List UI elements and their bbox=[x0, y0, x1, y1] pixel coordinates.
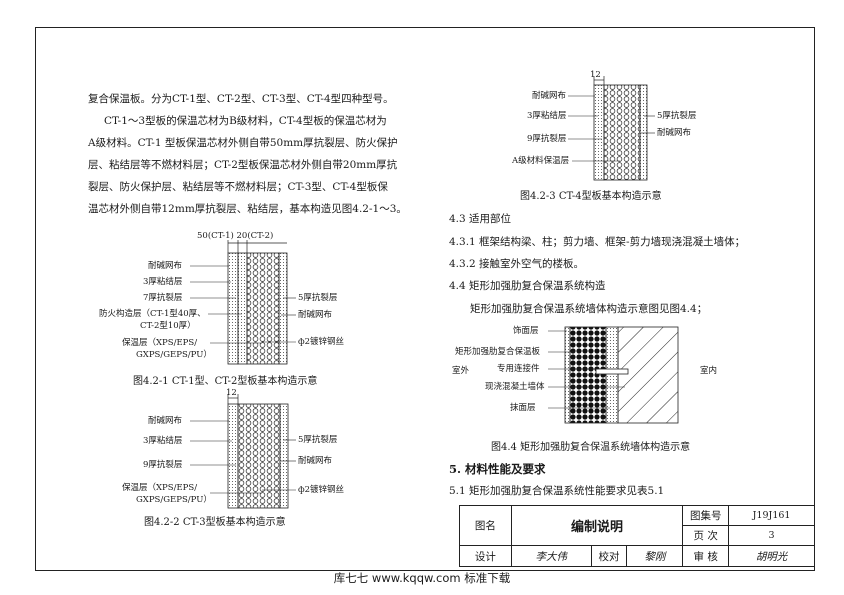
fig423-dim: 12 bbox=[590, 70, 601, 80]
fig421-label-insulation-2: GXPS/GEPS/PU） bbox=[136, 350, 212, 360]
fig44-label-finish: 饰面层 bbox=[513, 326, 539, 336]
title-block-page-value: 3 bbox=[728, 525, 815, 546]
fig422-label-mesh: 耐碱网布 bbox=[148, 416, 183, 426]
section-5-title: 5. 材料性能及要求 bbox=[449, 462, 546, 476]
left-text-line-4: 层、粘结层等不燃材料层；CT-2型板保温芯材外侧自带20mm厚抗 bbox=[88, 159, 398, 171]
fig423-label-bond: 3厚粘结层 bbox=[527, 111, 567, 121]
fig422-label-crack: 9厚抗裂层 bbox=[143, 460, 183, 470]
fig44-label-board: 矩形加强肋复合保温板 bbox=[455, 347, 541, 357]
fig44-caption: 图4.4 矩形加强肋复合保温系统墙体构造示意 bbox=[491, 442, 691, 453]
section-4-3-1: 4.3.1 框架结构梁、柱；剪力墙、框架-剪力墙现浇混凝土墙体； bbox=[449, 236, 746, 248]
left-text-line-6: 温芯材外侧自带12mm厚抗裂层、粘结层，基本构造见图4.2-1～3。 bbox=[88, 203, 407, 215]
fig421-label-insulation: 保温层（XPS/EPS/ bbox=[122, 338, 198, 348]
section-4-4-body: 矩形加强肋复合保温系统墙体构造示意图见图4.4； bbox=[470, 303, 708, 315]
fig421-dims: 50(CT-1) 20(CT-2) bbox=[197, 231, 274, 241]
section-4-3: 4.3 适用部位 bbox=[449, 213, 512, 225]
title-block-name-value: 编制说明 bbox=[510, 505, 684, 546]
title-block-atlas-label: 图集号 bbox=[682, 505, 730, 526]
title-block-design-signature: 李大伟 bbox=[510, 545, 592, 567]
title-block-name-label: 图名 bbox=[459, 505, 512, 546]
fig421-label-crack: 7厚抗裂层 bbox=[143, 293, 183, 303]
title-block-review-signature: 胡明光 bbox=[728, 545, 815, 567]
section-5-1: 5.1 矩形加强肋复合保温系统性能要求见表5.1 bbox=[449, 485, 665, 497]
fig422-drawing bbox=[190, 394, 296, 509]
fig421-label-mesh: 耐碱网布 bbox=[148, 261, 183, 271]
title-block: 图名 编制说明 图集号 J19J161 页 次 3 设计 李大伟 校对 黎刚 审… bbox=[459, 505, 815, 567]
fig423-label-right-mesh: 耐碱网布 bbox=[657, 128, 692, 138]
section-4-4: 4.4 矩形加强肋复合保温系统构造 bbox=[449, 280, 606, 292]
fig422-label-right-crack: 5厚抗裂层 bbox=[298, 435, 338, 445]
fig44-label-concrete: 现浇混凝土墙体 bbox=[485, 382, 545, 392]
fig44-label-connector: 专用连接件 bbox=[497, 364, 540, 374]
title-block-design-label: 设计 bbox=[459, 545, 512, 567]
fig44-label-inside: 室内 bbox=[700, 366, 718, 376]
fig44-drawing bbox=[548, 326, 679, 424]
left-text-line-1: 复合保温板。分为CT-1型、CT-2型、CT-3型、CT-4型四种型号。 bbox=[88, 93, 394, 105]
left-text-line-2: CT-1～3型板的保温芯材为B级材料，CT-4型板的保温芯材为 bbox=[104, 115, 387, 127]
fig422-label-right-mesh: 耐碱网布 bbox=[298, 456, 333, 466]
fig423-label-right-crack: 5厚抗裂层 bbox=[657, 111, 697, 121]
title-block-check-signature: 黎刚 bbox=[626, 545, 684, 567]
fig44-label-outside: 室外 bbox=[452, 366, 470, 376]
fig422-label-insulation: 保温层（XPS/EPS/ bbox=[122, 483, 198, 493]
fig422-label-insulation-2: GXPS/GEPS/PU） bbox=[136, 495, 212, 505]
fig421-label-bond: 3厚粘结层 bbox=[143, 277, 183, 287]
fig423-label-insulation: A级材料保温层 bbox=[512, 156, 570, 166]
drawing-frame bbox=[35, 27, 815, 571]
title-block-atlas-value: J19J161 bbox=[728, 505, 815, 526]
fig423-drawing bbox=[568, 76, 655, 181]
left-text-line-3: A级材料。CT-1 型板保温芯材外侧自带50mm厚抗裂层、防火保护 bbox=[88, 137, 398, 149]
title-block-review-label: 审 核 bbox=[682, 545, 730, 567]
fig422-dim: 12 bbox=[226, 388, 237, 398]
fig423-caption: 图4.2-3 CT-4型板基本构造示意 bbox=[520, 191, 662, 202]
title-block-check-label: 校对 bbox=[590, 545, 628, 567]
fig421-label-fire: 防火构造层（CT-1型40厚、 bbox=[99, 309, 206, 319]
title-block-page-label: 页 次 bbox=[682, 525, 730, 546]
fig422-label-right-wire: ф2镀锌钢丝 bbox=[298, 485, 345, 495]
fig421-label-right-wire: ф2镀锌钢丝 bbox=[298, 337, 345, 347]
section-4-3-2: 4.3.2 接触室外空气的楼板。 bbox=[449, 258, 585, 270]
fig423-label-crack: 9厚抗裂层 bbox=[527, 134, 567, 144]
fig422-label-bond: 3厚粘结层 bbox=[143, 436, 183, 446]
fig421-label-right-crack: 5厚抗裂层 bbox=[298, 293, 338, 303]
fig421-label-fire-2: CT-2型10厚） bbox=[140, 321, 196, 331]
fig421-drawing bbox=[190, 240, 296, 365]
fig421-caption: 图4.2-1 CT-1型、CT-2型板基本构造示意 bbox=[133, 376, 318, 387]
footer-watermark: 库七七 www.kqqw.com 标准下载 bbox=[333, 571, 511, 585]
fig421-label-right-mesh: 耐碱网布 bbox=[298, 310, 333, 320]
left-text-line-5: 裂层、防火保护层、粘结层等不燃材料层；CT-3型、CT-4型板保 bbox=[88, 181, 388, 193]
fig423-label-mesh: 耐碱网布 bbox=[532, 91, 567, 101]
fig422-caption: 图4.2-2 CT-3型板基本构造示意 bbox=[144, 517, 286, 528]
fig44-label-plaster: 抹面层 bbox=[510, 403, 536, 413]
